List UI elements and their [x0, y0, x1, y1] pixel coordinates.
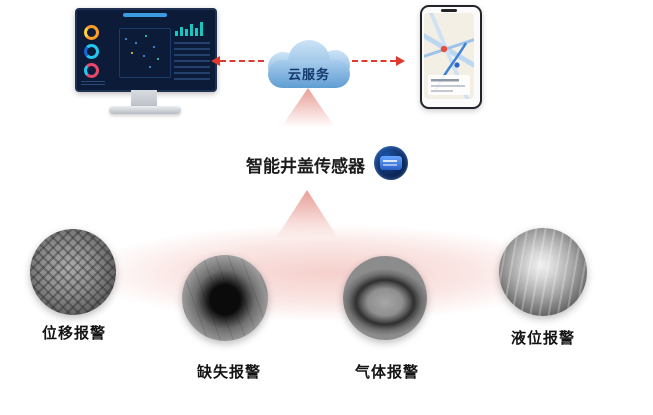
cloud-service-label: 云服务: [287, 67, 330, 82]
smart-manhole-sensor-icon: [374, 146, 408, 180]
data-flow-arrow-to-phone: [352, 56, 405, 66]
cloud-service-icon: 云服务: [266, 40, 352, 90]
alarm-label-missing: 缺失报警: [197, 364, 262, 381]
manhole-water-level-photo: [499, 228, 587, 316]
manhole-gas-photo: [343, 256, 427, 340]
phone-notch: [441, 9, 457, 12]
sensor-title: 智能井盖传感器: [246, 157, 365, 176]
monitor-stand: [131, 90, 157, 108]
bar-chart-icon: [175, 20, 209, 36]
sensor-display: [380, 156, 402, 170]
alarm-label-displacement: 位移报警: [42, 325, 107, 342]
dashboard-title-bar: [123, 13, 167, 17]
manhole-displacement-photo: [30, 229, 116, 315]
donut-chart-icon: [84, 44, 99, 59]
network-map-panel: [119, 28, 171, 78]
stats-list-lines: [81, 81, 105, 87]
arrowhead-right-icon: [396, 56, 405, 66]
map-icon: [424, 13, 474, 99]
cloud-body: [268, 60, 350, 88]
map-screen: [424, 13, 474, 99]
donut-chart-icon: [84, 25, 99, 40]
network-node-dots: [125, 38, 127, 40]
monitor-base: [109, 106, 181, 114]
mobile-map-app: [420, 5, 482, 109]
uplink-triangle-icon: [282, 88, 334, 126]
donut-chart-icon: [84, 63, 99, 78]
alarm-label-liquid-level: 液位报警: [511, 330, 576, 347]
data-flow-arrow-to-monitor: [211, 56, 264, 66]
data-list-lines: [174, 42, 210, 82]
arrowhead-left-icon: [211, 56, 220, 66]
manhole-missing-photo: [182, 255, 268, 341]
monitoring-dashboard: [75, 8, 217, 114]
alarm-label-gas: 气体报警: [355, 364, 420, 381]
dashboard-screen: [75, 8, 217, 92]
